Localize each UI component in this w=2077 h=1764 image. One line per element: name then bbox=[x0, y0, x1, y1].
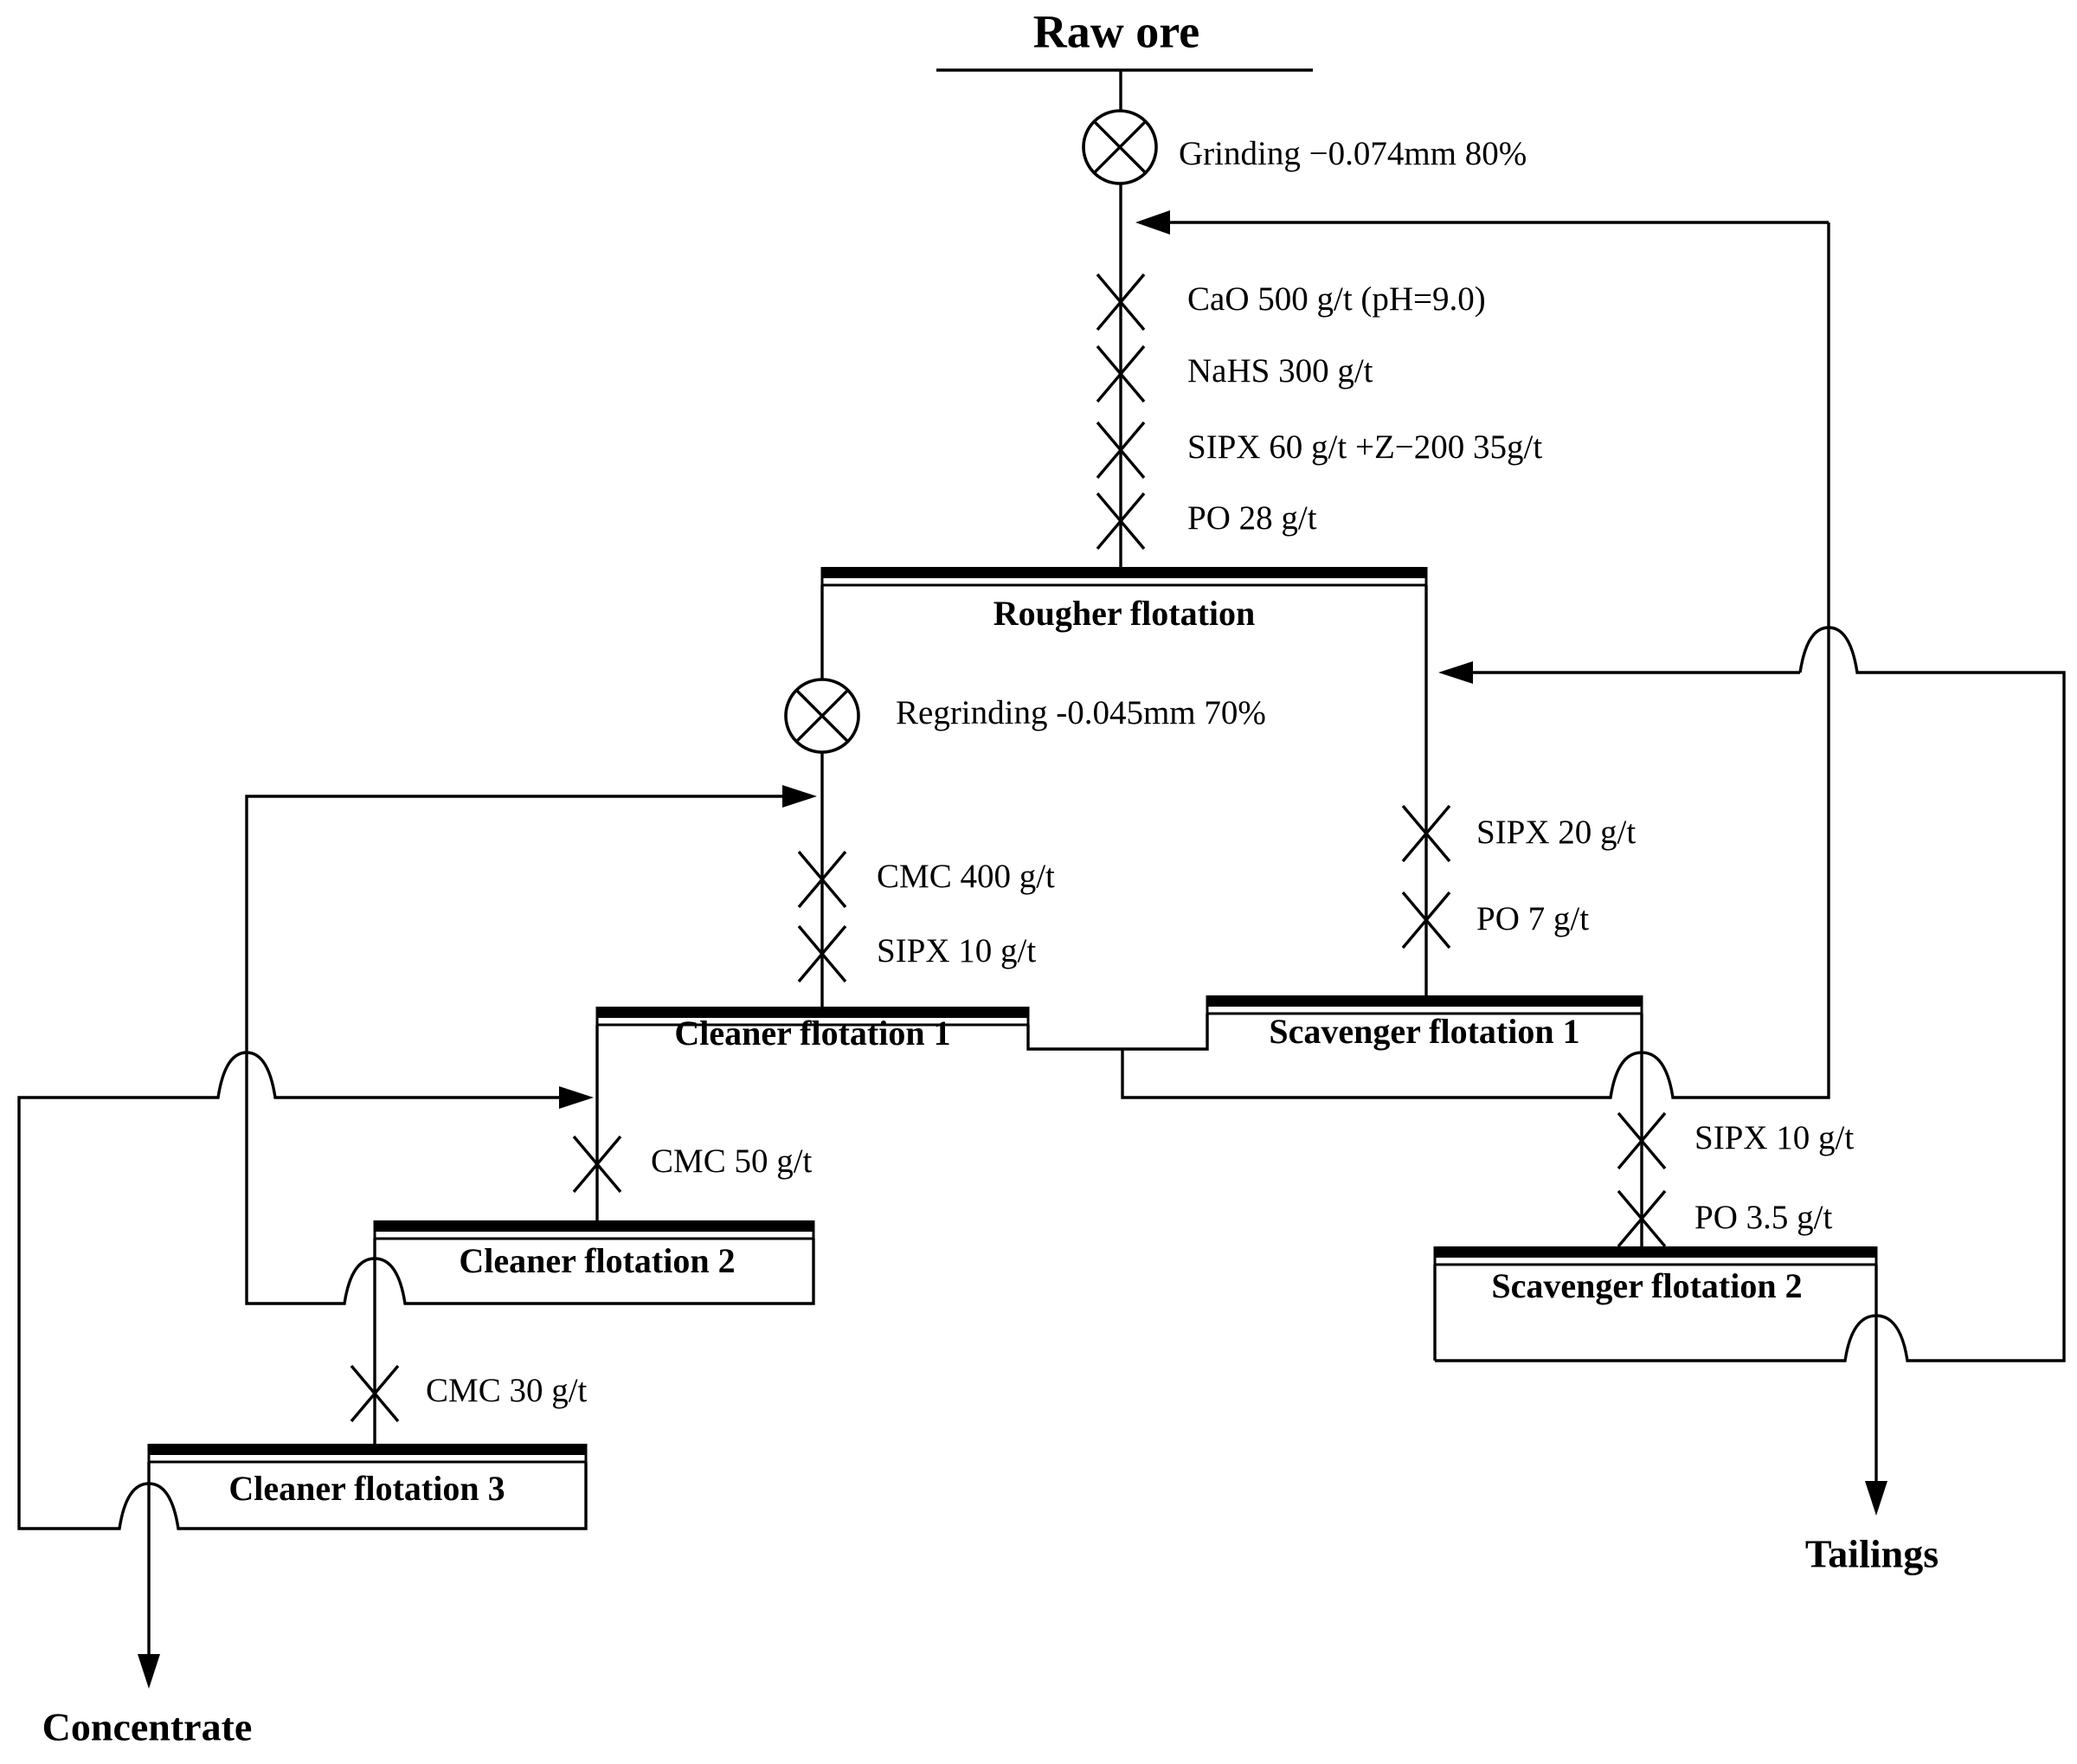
rougher-cell-bar bbox=[820, 567, 1428, 587]
reagent-addition-icons-scavenger2 bbox=[1617, 1111, 1667, 1248]
rougher-reagent-3: SIPX 60 g/t +Z−200 35g/t bbox=[1187, 428, 1542, 466]
reagent-addition-icons-rougher bbox=[1096, 273, 1146, 550]
cleaner3-cell-bar bbox=[147, 1444, 588, 1464]
concentrate-arrowhead-icon bbox=[138, 1654, 160, 1689]
cleaner1-reagent-1: CMC 400 g/t bbox=[877, 858, 1055, 895]
cleaner1-reagent-2: SIPX 10 g/t bbox=[877, 932, 1036, 969]
arrowhead-into-scavenger1-feed-icon bbox=[1438, 661, 1473, 684]
scavenger1-reagent-2: PO 7 g/t bbox=[1476, 900, 1589, 937]
cleaner2-reagent-1: CMC 50 g/t bbox=[651, 1143, 813, 1180]
cleaner3-label: Cleaner flotation 3 bbox=[228, 1469, 505, 1508]
arrowhead-into-grinding-icon bbox=[1135, 210, 1170, 235]
reagent-addition-icons-cleaner1 bbox=[797, 850, 847, 983]
reagent-addition-icon-cleaner3 bbox=[350, 1364, 400, 1423]
cleaner2-cell-bar bbox=[373, 1220, 815, 1240]
regrinding-label: Regrinding -0.045mm 70% bbox=[896, 694, 1266, 731]
cleaner3-tails-recycle-line bbox=[17, 1051, 588, 1530]
cleaner1-scavenger1-bottom-connector bbox=[1026, 1014, 1209, 1051]
rougher-reagent-2: NaHS 300 g/t bbox=[1187, 352, 1373, 389]
reagent-addition-icons-scavenger1 bbox=[1401, 804, 1451, 950]
grinding-mill-icon bbox=[1082, 109, 1158, 185]
arrowhead-into-cleaner1-feed-icon bbox=[782, 785, 817, 808]
scavenger2-reagent-2: PO 3.5 g/t bbox=[1694, 1199, 1832, 1236]
rougher-reagent-4: PO 28 g/t bbox=[1187, 499, 1317, 537]
reagent-addition-icon-cleaner2 bbox=[572, 1135, 622, 1194]
scavenger2-concentrate-recycle-line bbox=[1433, 626, 2066, 1362]
scavenger2-label: Scavenger flotation 2 bbox=[1491, 1266, 1802, 1305]
scavenger2-cell-bar bbox=[1433, 1246, 1878, 1266]
tailings-arrowhead-icon bbox=[1865, 1481, 1887, 1516]
cleaner2-label: Cleaner flotation 2 bbox=[459, 1241, 735, 1280]
rougher-reagent-1: CaO 500 g/t (pH=9.0) bbox=[1187, 280, 1486, 318]
concentrate-label: Concentrate bbox=[42, 1705, 253, 1749]
cleaner3-reagent-1: CMC 30 g/t bbox=[426, 1372, 588, 1409]
arrowhead-into-cleaner2-feed-icon bbox=[559, 1086, 594, 1109]
scavenger1-reagent-1: SIPX 20 g/t bbox=[1476, 814, 1636, 851]
scavenger1-cell-bar bbox=[1206, 995, 1643, 1015]
tailings-label: Tailings bbox=[1805, 1532, 1939, 1576]
grinding-label: Grinding −0.074mm 80% bbox=[1179, 135, 1527, 172]
regrinding-mill-icon bbox=[784, 678, 860, 754]
scavenger1-label: Scavenger flotation 1 bbox=[1269, 1012, 1579, 1051]
raw-ore-title: Raw ore bbox=[1033, 5, 1199, 57]
scavenger2-reagent-1: SIPX 10 g/t bbox=[1694, 1119, 1854, 1156]
rougher-label: Rougher flotation bbox=[993, 594, 1256, 633]
cleaner1-cell-bar bbox=[595, 1007, 1030, 1027]
cleaner1-label: Cleaner flotation 1 bbox=[674, 1014, 950, 1053]
